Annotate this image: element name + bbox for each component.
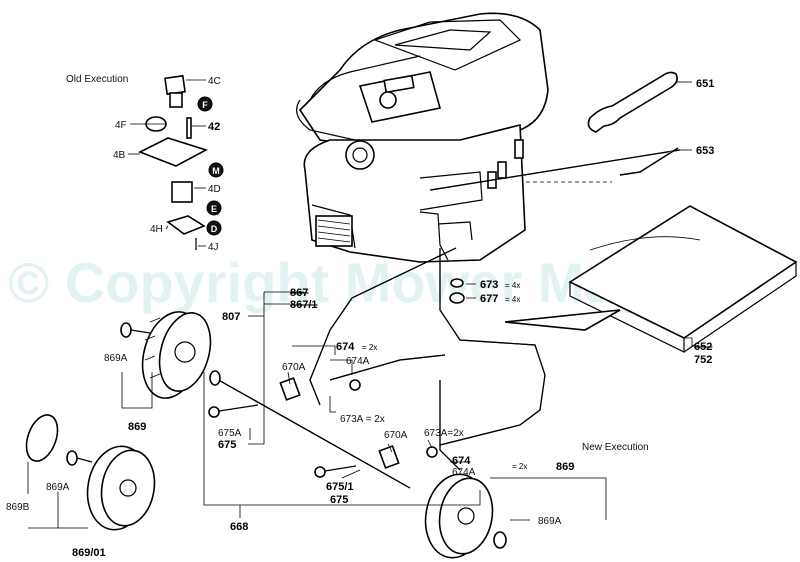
- switch-assembly-old: [138, 74, 209, 250]
- badge-M: M: [208, 162, 224, 178]
- axle-668: [209, 370, 438, 489]
- badge-E: E: [206, 200, 222, 216]
- label-869-01: 869/01: [72, 547, 106, 559]
- hex-key-653: [429, 147, 692, 191]
- label-673-qty: = 4x: [505, 281, 520, 290]
- label-675A: 675A: [218, 428, 242, 439]
- new-execution-heading: New Execution: [582, 442, 649, 453]
- label-869A-new: 869A: [538, 516, 562, 527]
- label-4C: 4C: [208, 76, 221, 87]
- label-674-lower: 674: [452, 455, 471, 467]
- label-675-1: 675/1: [326, 481, 354, 493]
- bolt-675: [208, 404, 357, 478]
- label-867: 867: [290, 287, 308, 299]
- label-869A-upper: 869A: [104, 353, 128, 364]
- wheel-869-upper: [120, 311, 212, 399]
- label-807: 807: [222, 311, 240, 323]
- old-execution-heading: Old Execution: [66, 74, 128, 85]
- label-674A-upper: 674A: [346, 356, 370, 367]
- label-869B: 869B: [6, 502, 30, 513]
- wrench-651: [587, 71, 692, 133]
- shredder-hopper: [296, 12, 549, 156]
- label-869-upper: 869: [128, 421, 146, 433]
- label-752: 752: [694, 354, 712, 366]
- label-4B: 4B: [113, 150, 126, 161]
- svg-text:F: F: [202, 100, 208, 110]
- label-653: 653: [696, 145, 714, 157]
- label-670A-lower: 670A: [384, 430, 408, 441]
- label-674-lower-qty: = 2x: [512, 462, 527, 471]
- old-execution-leaders: [128, 79, 206, 247]
- svg-text:D: D: [211, 224, 218, 234]
- label-42: 42: [208, 121, 220, 133]
- label-4F: 4F: [115, 120, 127, 131]
- label-867-1: 867/1: [290, 299, 318, 311]
- label-4D: 4D: [208, 184, 221, 195]
- label-4J: 4J: [208, 242, 219, 253]
- label-677-qty: = 4x: [505, 295, 520, 304]
- label-674A-lower: 674A: [452, 467, 476, 478]
- label-869-new: 869: [556, 461, 574, 473]
- wheel-869-new: [424, 473, 507, 559]
- label-673A-upper: 673A = 2x: [340, 414, 385, 425]
- svg-text:E: E: [211, 204, 217, 214]
- label-674-upper: 674: [336, 341, 355, 353]
- wheel-869-01: [25, 414, 156, 531]
- label-673A-lower: 673A=2x: [424, 428, 464, 439]
- label-673: 673: [480, 279, 498, 291]
- label-670A-upper: 670A: [282, 362, 306, 373]
- badge-D: D: [206, 220, 222, 236]
- label-668: 668: [230, 521, 248, 533]
- label-652: 652: [694, 341, 712, 353]
- bag-752: [504, 205, 798, 353]
- svg-text:M: M: [212, 166, 220, 176]
- label-675-lower: 675: [330, 494, 348, 506]
- frame-807: [309, 247, 546, 471]
- label-651: 651: [696, 78, 714, 90]
- label-4H: 4H: [150, 224, 163, 235]
- label-674-upper-qty: = 2x: [362, 343, 377, 352]
- label-675-upper: 675: [218, 439, 236, 451]
- shredder-motor-housing: [303, 123, 526, 263]
- label-869A-left: 869A: [46, 482, 70, 493]
- label-677: 677: [480, 293, 498, 305]
- badge-F: F: [197, 96, 213, 112]
- nut-673: [449, 278, 465, 304]
- bracket-lines: [27, 283, 693, 529]
